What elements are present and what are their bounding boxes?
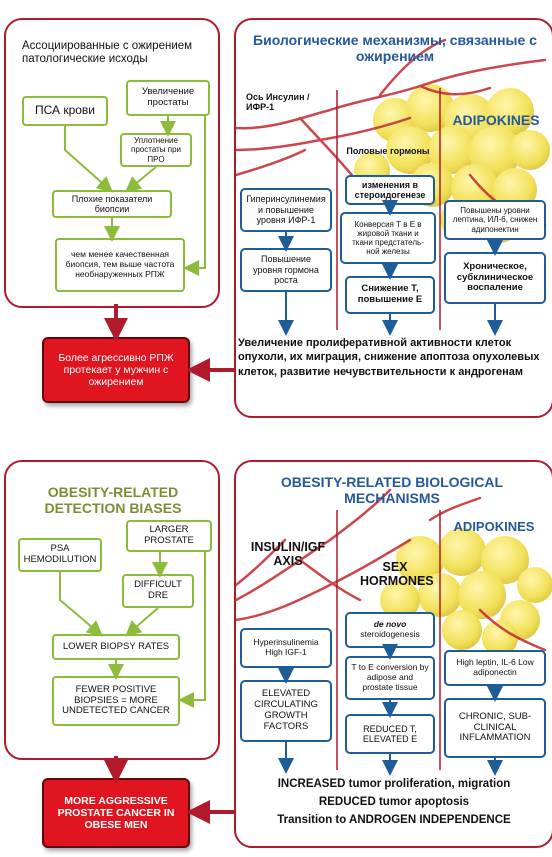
ru-right-title: Биологические механизмы, связанные с ожи…	[253, 32, 537, 65]
en-right-panel	[234, 460, 552, 848]
ru-steroidogenesis-box: изменения в стероидогенезе	[345, 175, 435, 205]
ru-prostate-box: Увеличение простаты	[126, 80, 210, 116]
en-biopsy-rates-box: LOWER BIOPSY RATES	[52, 634, 180, 660]
ru-sex-hormones-label: Половые гормоны	[346, 146, 430, 156]
en-bottom-line-1: INCREASED tumor proliferation, migration	[277, 778, 511, 790]
en-leptin-box: High leptin, IL-6 Low adiponectin	[444, 650, 546, 686]
ru-insulin-axis-label: Ось Инсулин /ИФР-1	[246, 92, 310, 113]
en-dre-box: DIFFICULT DRE	[122, 574, 194, 608]
ru-right-panel	[234, 18, 552, 418]
ru-reduced-t-box: Снижение Т, повышение Е	[345, 276, 435, 314]
ru-adipokines-label: ADIPOKINES	[452, 112, 540, 128]
ru-poor-biopsy-box: Плохие показатели биопсии	[52, 190, 172, 218]
en-growth-box: ELEVATED CIRCULATING GROWTH FACTORS	[240, 680, 332, 742]
en-left-title: OBESITY-RELATED DETECTION BIASES	[44, 484, 182, 517]
en-fewer-biopsies-box: FEWER POSITIVE BIOPSIES = MORE UNDETECTE…	[52, 676, 180, 726]
en-steroidogenesis-box: de novo steroidogenesis	[345, 612, 435, 648]
ru-compaction-box: Уплотнение простаты при ПРО	[120, 133, 192, 167]
en-sex-hormones-label: SEX HORMONES	[360, 560, 434, 589]
en-bottom-line-3: Transition to ANDROGEN INDEPENDENCE	[277, 814, 511, 826]
en-prostate-box: LARGER PROSTATE	[126, 520, 212, 552]
en-inflammation-box: CHRONIC, SUB-CLINICAL INFLAMMATION	[444, 698, 546, 758]
ru-worse-biopsy-box: чем менее качественная биопсия, тем выше…	[55, 238, 185, 292]
ru-growth-hormone-box: Повышение уровня гормона роста	[240, 248, 332, 292]
ru-left-title: Ассоциированные с ожирением патологическ…	[22, 40, 193, 66]
ru-inflammation-box: Хроническое, субклиническое воспаление	[444, 252, 546, 304]
en-right-title: OBESITY-RELATED BIOLOGICAL MECHANISMS	[280, 474, 504, 507]
ru-conversion-box: Конверсия Т в Е в жировой ткани и ткани …	[340, 212, 436, 264]
en-hyperinsulinemia-box: Hyperinsulinemia High IGF-1	[240, 628, 332, 668]
en-steroidogenesis-text: steroidogenesis	[360, 629, 420, 639]
en-bottom-line-2: REDUCED tumor apoptosis	[318, 796, 470, 808]
en-psa-box: PSA HEMODILUTION	[18, 538, 102, 572]
ru-leptin-box: Повышены уровни лептина, ИЛ-6, снижен ад…	[444, 200, 546, 240]
en-conversion-box: T to E conversion by adipose and prostat…	[345, 656, 435, 700]
en-hyperinsulinemia-text: Hyperinsulinemia High IGF-1	[253, 637, 319, 657]
ru-hyperinsulinemia-box: Гиперинсулинемия и повышение уровня ИФР-…	[240, 188, 332, 232]
en-red-outcome-box: MORE AGGRESSIVE PROSTATE CANCER IN OBESE…	[42, 778, 190, 848]
ru-bottom-effects-text: Увеличение пролиферативной активности кл…	[238, 337, 540, 378]
ru-psa-box: ПСА крови	[22, 96, 108, 126]
en-adipokines-label: ADIPOKINES	[453, 519, 535, 534]
en-de-novo-text: de novo	[373, 619, 407, 630]
en-insulin-axis-label: INSULIN/IGF AXIS	[250, 540, 326, 569]
ru-red-outcome-box: Более агрессивно РПЖ протекает у мужчин …	[42, 337, 190, 403]
en-reduced-t-box: REDUCED T, ELEVATED E	[345, 714, 435, 754]
